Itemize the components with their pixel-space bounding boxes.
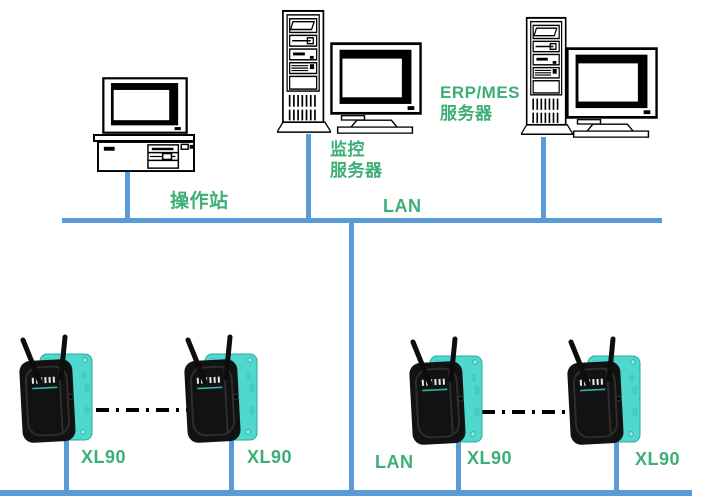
monitor-server-label-line1: 监控 <box>330 140 365 159</box>
xl90-device-1-icon <box>19 337 92 443</box>
monitor-stand-icon <box>572 119 650 138</box>
xl90-4-drop-line <box>614 438 619 492</box>
monitor-server-label-line2: 服务器 <box>330 161 383 180</box>
monitor-server-node <box>277 9 422 134</box>
tower-server-icon <box>277 9 331 134</box>
xl90-device-2-icon <box>184 337 257 443</box>
desktop-case-icon <box>97 141 195 172</box>
operator-station-drop-line <box>125 171 130 220</box>
crt-monitor-icon <box>566 47 658 119</box>
erp-mes-server-label-line2: 服务器 <box>440 104 493 123</box>
lan-top-label: LAN <box>383 196 422 216</box>
monitor-stand-icon <box>336 115 414 134</box>
operator-station-node <box>93 77 195 172</box>
xl90-3-drop-line <box>456 438 461 492</box>
lan-bottom-label: LAN <box>375 452 414 472</box>
xl90-1-label: XL90 <box>81 447 127 467</box>
monitor-server-label: 监控服务器 <box>330 139 383 181</box>
xl90-1-drop-line <box>64 436 69 492</box>
xl90-3-label: XL90 <box>467 448 513 468</box>
erp-mes-server-node <box>521 16 658 138</box>
monitor-server-drop-line <box>306 134 311 220</box>
erp-mes-server-label-line1: ERP/MES <box>440 83 521 102</box>
lan-trunk-line <box>349 221 354 491</box>
xl90-2-drop-line <box>229 436 234 492</box>
xl90-4-label: XL90 <box>635 449 681 469</box>
monitor-base-bar <box>93 134 195 142</box>
erp-server-drop-line <box>541 137 546 220</box>
xl90-2-label: XL90 <box>247 447 293 467</box>
crt-monitor-icon <box>330 42 422 115</box>
erp-mes-server-label: ERP/MES 服务器 <box>440 82 520 124</box>
xl90-device-4-icon <box>567 339 640 445</box>
lan-bottom-bus-line <box>0 490 692 496</box>
operator-station-label: 操作站 <box>170 191 229 212</box>
lan-top-bus-line <box>62 218 662 223</box>
crt-monitor-icon <box>102 77 188 134</box>
tower-server-icon <box>521 16 573 136</box>
xl90-device-3-icon <box>409 339 482 445</box>
